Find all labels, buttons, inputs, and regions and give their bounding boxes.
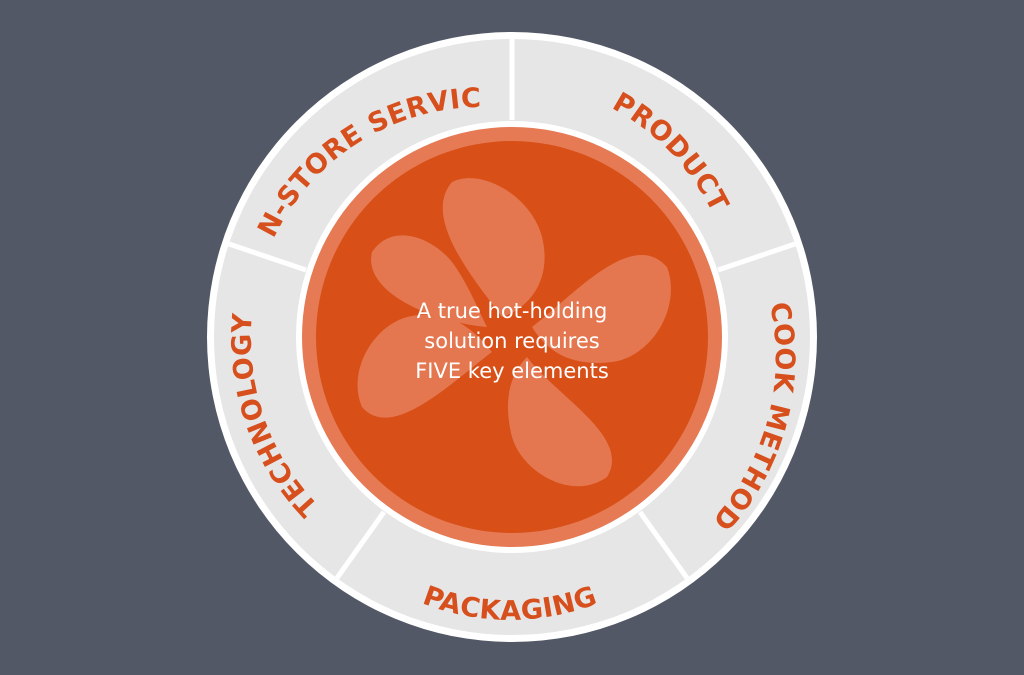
fan-blades-icon (357, 178, 671, 487)
center-text: A true hot-holding solution requires FIV… (415, 299, 609, 383)
center-text-line-2: solution requires (424, 329, 599, 353)
segment-dividers (228, 39, 796, 580)
center-text-line-1: A true hot-holding (417, 299, 608, 323)
center-text-line-3: FIVE key elements (415, 359, 609, 383)
